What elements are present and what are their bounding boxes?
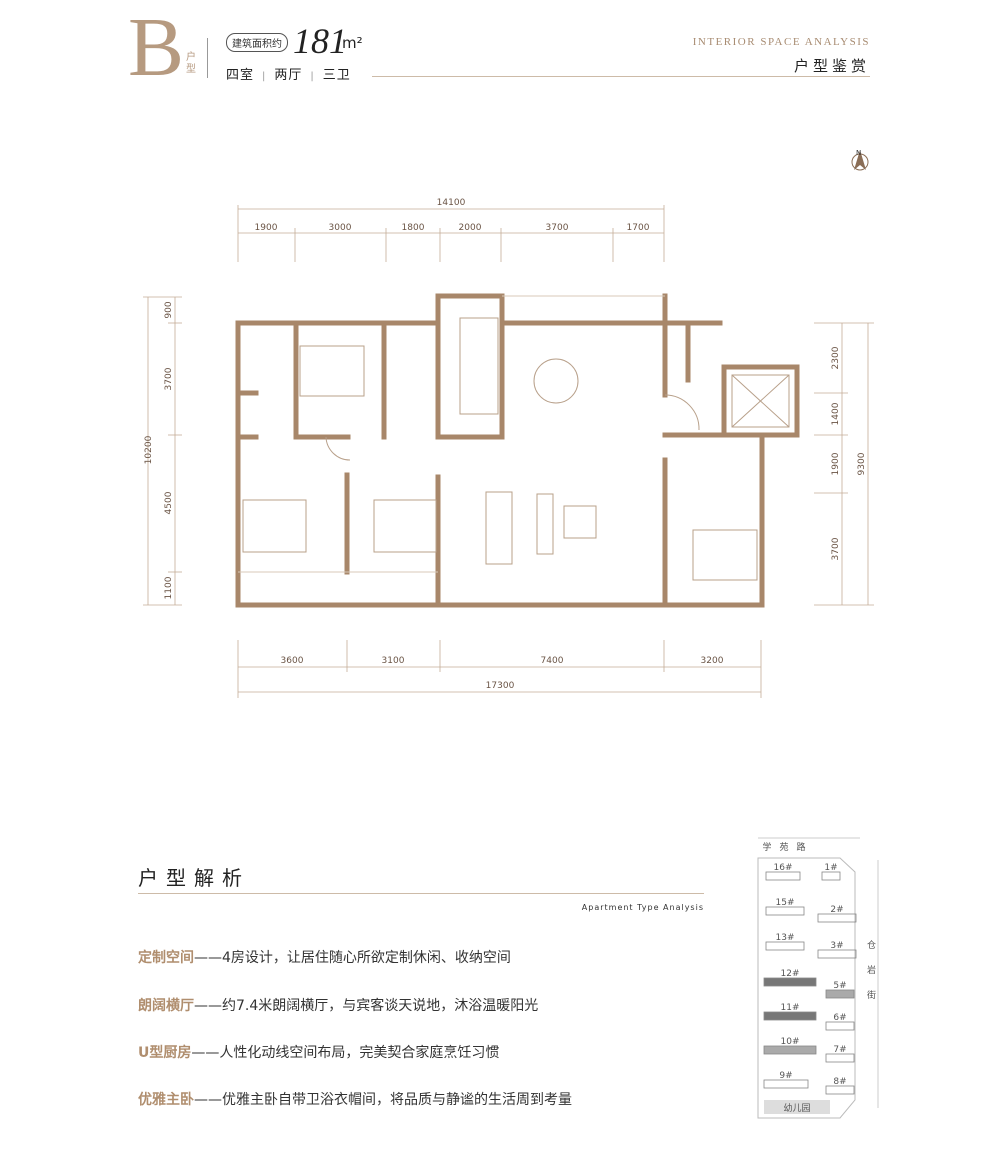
site-building <box>817 949 857 959</box>
title-cn: 户型鉴赏 <box>793 57 870 75</box>
feature-key: U型厨房 <box>138 1045 192 1061</box>
dim-top: 3000 <box>329 223 352 233</box>
dim-top: 1900 <box>255 223 278 233</box>
dimension-lines <box>143 205 874 698</box>
dim-right: 1900 <box>831 452 841 475</box>
dim-top-total: 14100 <box>437 198 466 208</box>
site-building-label: 12# <box>781 969 800 979</box>
site-building-label: 7# <box>833 1045 846 1055</box>
site-building-label: 3# <box>830 941 843 951</box>
dim-left: 900 <box>164 301 174 318</box>
analysis-rule <box>138 893 704 894</box>
feature-text: ——人性化动线空间布局，完美契合家庭烹饪习惯 <box>191 1045 500 1061</box>
feature-item: 定制空间——4房设计，让居住随心所欲定制休闲、收纳空间 <box>138 947 511 967</box>
walls <box>235 293 800 608</box>
site-plan: 学苑路 仓岩街 幼儿园 16# 1# 15# 2# 13# 3# 12# 5# 11# 6# 10#… <box>757 837 879 1119</box>
site-building <box>765 906 805 916</box>
dim-right-total: 9300 <box>857 452 867 475</box>
dim-top: 1800 <box>402 223 425 233</box>
dim-top: 2000 <box>459 223 482 233</box>
site-building <box>825 1085 855 1095</box>
site-building <box>817 913 857 923</box>
road-right-label: 仓岩街 <box>865 939 876 1015</box>
feature-item: 朗阔横厅——约7.4米朗阔横厅，与宾客谈天说地，沐浴温暖阳光 <box>138 995 538 1015</box>
floor-plan: N 14100 1900 3000 1800 2000 3700 1700 36… <box>143 149 874 698</box>
site-building <box>763 1045 817 1055</box>
analysis-title: 户型解析 <box>138 866 250 890</box>
header-rule <box>372 76 870 77</box>
site-building-label: 2# <box>830 905 843 915</box>
dim-bottom: 3600 <box>281 656 304 666</box>
site-building <box>821 871 841 881</box>
feature-item: 优雅主卧——优雅主卧自带卫浴衣帽间，将品质与静谧的生活周到考量 <box>138 1089 572 1109</box>
dim-bottom: 3200 <box>701 656 724 666</box>
title-en: INTERIOR SPACE ANALYSIS <box>692 36 870 48</box>
site-building-label: 6# <box>833 1013 846 1023</box>
compass-icon: N <box>851 149 869 171</box>
road-top-label: 学苑路 <box>762 841 813 853</box>
dim-left: 4500 <box>164 491 174 514</box>
site-building-label: 9# <box>779 1071 792 1081</box>
area-label: 建筑面积约 <box>226 33 288 52</box>
dim-left-total: 10200 <box>144 435 154 464</box>
kindergarten-label: 幼儿园 <box>783 1102 810 1114</box>
site-building <box>765 941 805 951</box>
dim-bottom-total: 17300 <box>486 681 515 691</box>
site-buildings: 16# 1# 15# 2# 13# 3# 12# 5# 11# 6# 10# 7# 9# 8# <box>763 863 857 1095</box>
unit-type-letter: B <box>128 1 185 94</box>
site-building-label: 1# <box>824 863 837 873</box>
site-building-label: 10# <box>781 1037 800 1047</box>
dim-left: 3700 <box>164 367 174 390</box>
site-building-label: 11# <box>781 1003 800 1013</box>
feature-key: 优雅主卧 <box>138 1092 194 1108</box>
compass-label: N <box>856 149 861 157</box>
dim-right: 3700 <box>831 537 841 560</box>
site-building <box>825 1021 855 1031</box>
area-unit: m² <box>342 34 363 52</box>
analysis-subtitle: Apartment Type Analysis <box>581 903 704 912</box>
site-building <box>763 1011 817 1021</box>
bathrooms: 三卫 <box>322 68 351 83</box>
site-building <box>763 1079 809 1089</box>
site-building-label: 15# <box>776 898 795 908</box>
bedrooms: 四室 <box>226 68 255 83</box>
header-divider <box>207 38 208 78</box>
feature-text: ——4房设计，让居住随心所欲定制休闲、收纳空间 <box>194 950 511 966</box>
dim-bottom: 7400 <box>541 656 564 666</box>
unit-type-suffix: 户型 <box>186 52 196 75</box>
fixtures <box>238 295 790 581</box>
site-building <box>765 871 801 881</box>
dim-top: 1700 <box>627 223 650 233</box>
feature-text: ——优雅主卧自带卫浴衣帽间，将品质与静谧的生活周到考量 <box>194 1092 572 1108</box>
dim-right: 2300 <box>831 346 841 369</box>
dim-right: 1400 <box>831 402 841 425</box>
site-building-label: 5# <box>833 981 846 991</box>
dimension-labels: 14100 1900 3000 1800 2000 3700 1700 3600… <box>144 198 867 691</box>
dim-bottom: 3100 <box>382 656 405 666</box>
area-value: 181 <box>293 21 347 61</box>
room-summary: 四室|两厅|三卫 <box>226 68 351 83</box>
feature-text: ——约7.4米朗阔横厅，与宾客谈天说地，沐浴温暖阳光 <box>194 998 539 1014</box>
site-building <box>763 977 817 987</box>
site-building <box>825 1053 855 1063</box>
dim-top: 3700 <box>546 223 569 233</box>
site-building-label: 16# <box>774 863 793 873</box>
site-building-label: 8# <box>833 1077 846 1087</box>
feature-key: 朗阔横厅 <box>138 998 194 1014</box>
site-building <box>825 989 855 999</box>
dim-left: 1100 <box>164 576 174 599</box>
feature-item: U型厨房——人性化动线空间布局，完美契合家庭烹饪习惯 <box>138 1042 499 1062</box>
living-rooms: 两厅 <box>274 68 303 83</box>
feature-key: 定制空间 <box>138 950 194 966</box>
site-building-label: 13# <box>776 933 795 943</box>
